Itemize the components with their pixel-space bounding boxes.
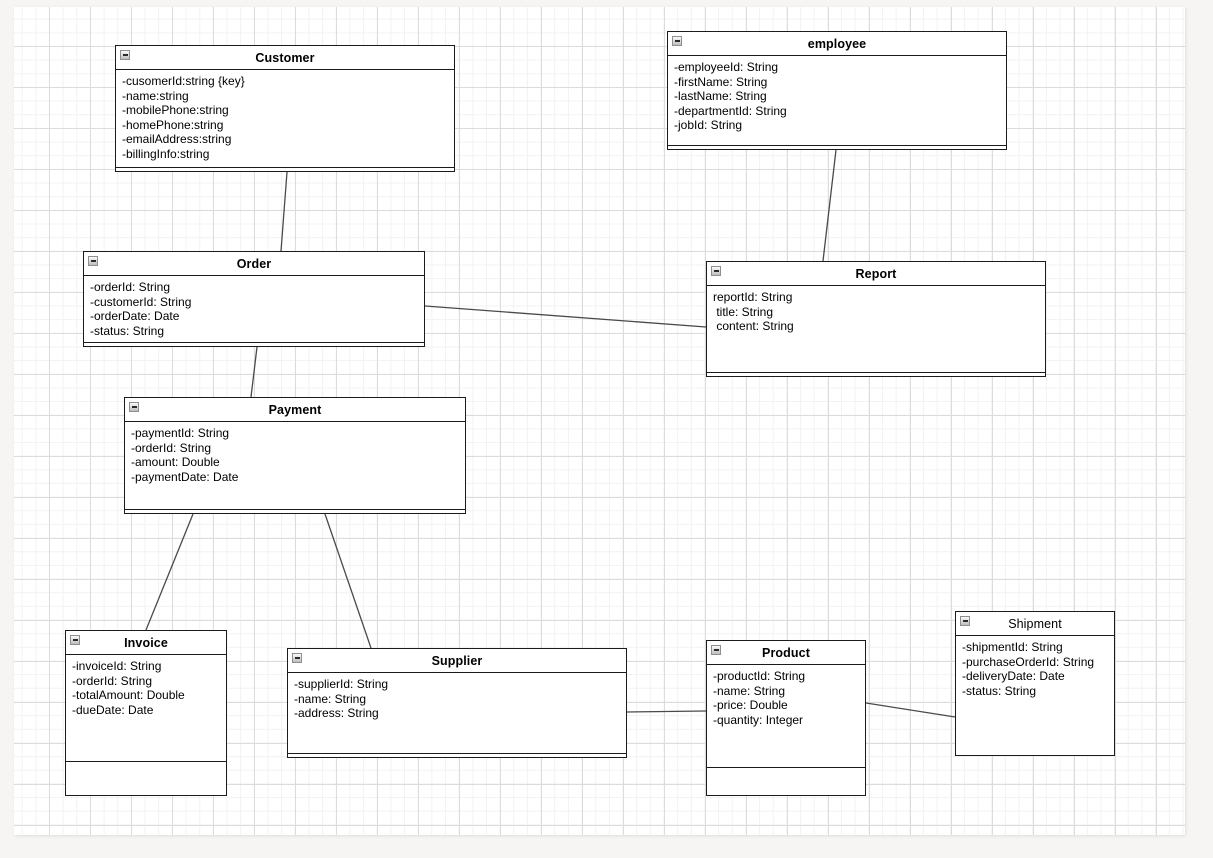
collapsed-compartment-line [83,342,425,343]
attribute: -employeeId: String [674,60,779,74]
attribute: -orderId: String [72,673,153,688]
attribute: -name: String [713,683,786,698]
attribute: -paymentDate: Date [131,469,239,484]
class-title: Product [762,645,810,660]
class-box-invoice[interactable]: Invoice -invoiceId: String-orderId: Strin… [65,630,227,796]
collapse-minus-icon[interactable] [711,266,721,276]
class-title: Shipment [1008,616,1062,631]
attribute: -quantity: Integer [713,712,804,727]
class-title: employee [807,36,867,51]
attribute: -orderId: String [131,440,212,455]
collapse-minus-icon[interactable] [711,645,721,655]
attribute: -paymentId: String [131,426,230,440]
class-title-bar: employee [668,32,1006,56]
attribute: -address: String [294,706,379,721]
collapse-minus-icon[interactable] [88,256,98,266]
collapsed-compartment-line [287,753,627,754]
attribute: -jobId: String [674,118,743,133]
attribute: -status: String [90,323,165,338]
class-box-product[interactable]: Product -productId: String-name: String-p… [706,640,866,796]
attribute: -orderDate: Date [90,309,180,324]
attribute: -shipmentId: String [962,640,1063,654]
collapsed-compartment-line [124,509,466,510]
edge-employee-to-report[interactable] [822,149,837,262]
attribute-list: -cusomerId:string {key}-name:string-mobi… [116,70,454,162]
attribute: content: String [713,319,794,334]
attribute-list: -invoiceId: String-orderId: String-total… [66,655,226,717]
class-title: Payment [268,402,322,417]
collapsed-compartment-line [115,167,455,168]
class-title: Order [236,256,272,271]
class-box-payment[interactable]: Payment -paymentId: String-orderId: Strin… [124,397,466,514]
attribute: -orderId: String [90,280,171,294]
attribute-list: reportId: String title: String content: … [707,286,1045,334]
edge-product-to-shipment[interactable] [865,702,956,718]
edge-order-to-report[interactable] [424,305,707,328]
attribute: -cusomerId:string {key} [122,74,245,88]
collapse-minus-icon[interactable] [292,653,302,663]
collapse-minus-icon[interactable] [672,36,682,46]
attribute: reportId: String [713,290,793,304]
attribute-list: -orderId: String-customerId: String-orde… [84,276,424,338]
class-title-bar: Payment [125,398,465,422]
attribute-list: -employeeId: String-firstName: String-la… [668,56,1006,133]
edge-payment-to-supplier[interactable] [324,513,372,649]
edge-supplier-to-product[interactable] [626,710,707,713]
attribute: -firstName: String [674,74,768,89]
edge-payment-to-invoice[interactable] [145,513,194,631]
attribute: -name:string [122,88,189,103]
class-title-bar: Invoice [66,631,226,655]
attribute: -emailAddress:string [122,132,232,147]
attribute: -invoiceId: String [72,659,162,673]
attribute-list: -paymentId: String-orderId: String-amoun… [125,422,465,484]
attribute: -departmentId: String [674,103,787,118]
attribute: -customerId: String [90,294,192,309]
attribute: -status: String [962,683,1037,698]
class-box-supplier[interactable]: Supplier -supplierId: String-name: String… [287,648,627,758]
class-title: Report [855,266,897,281]
collapsed-compartment-line [667,145,1007,146]
class-title-bar: Order [84,252,424,276]
class-box-employee[interactable]: employee -employeeId: String-firstName: S… [667,31,1007,150]
collapse-minus-icon[interactable] [129,402,139,412]
class-title: Customer [255,50,315,65]
attribute: -name: String [294,691,367,706]
collapse-minus-icon[interactable] [960,616,970,626]
collapse-minus-icon[interactable] [70,635,80,645]
class-title: Supplier [431,653,483,668]
class-title-bar: Customer [116,46,454,70]
class-box-report[interactable]: Report reportId: String title: String con… [706,261,1046,377]
edge-order-to-payment[interactable] [250,346,258,398]
collapse-minus-icon[interactable] [120,50,130,60]
class-title-bar: Report [707,262,1045,286]
class-box-shipment[interactable]: Shipment -shipmentId: String-purchaseOrde… [955,611,1115,756]
class-box-customer[interactable]: Customer -cusomerId:string {key}-name:str… [115,45,455,172]
attribute: -supplierId: String [294,677,389,691]
methods-compartment-divider [65,761,227,762]
collapsed-compartment-line [706,372,1046,373]
attribute: -totalAmount: Double [72,688,185,703]
attribute: -lastName: String [674,89,767,104]
attribute: -dueDate: Date [72,702,154,717]
attribute: -homePhone:string [122,117,224,132]
class-title-bar: Supplier [288,649,626,673]
attribute-list: -productId: String-name: String-price: D… [707,665,865,727]
attribute: -productId: String [713,669,806,683]
attribute: -price: Double [713,698,788,713]
attribute: -amount: Double [131,455,220,470]
class-title-bar: Shipment [956,612,1114,636]
attribute: -billingInfo:string [122,146,210,161]
class-title: Invoice [124,635,168,650]
edge-customer-to-order[interactable] [280,171,288,252]
attribute-list: -supplierId: String-name: String-address… [288,673,626,721]
methods-compartment-divider [706,767,866,768]
class-title-bar: Product [707,641,865,665]
attribute: title: String [713,304,774,319]
class-box-order[interactable]: Order -orderId: String-customerId: String… [83,251,425,347]
attribute: -mobilePhone:string [122,103,229,118]
attribute: -purchaseOrderId: String [962,654,1095,669]
attribute-list: -shipmentId: String-purchaseOrderId: Str… [956,636,1114,698]
attribute: -deliveryDate: Date [962,669,1065,684]
